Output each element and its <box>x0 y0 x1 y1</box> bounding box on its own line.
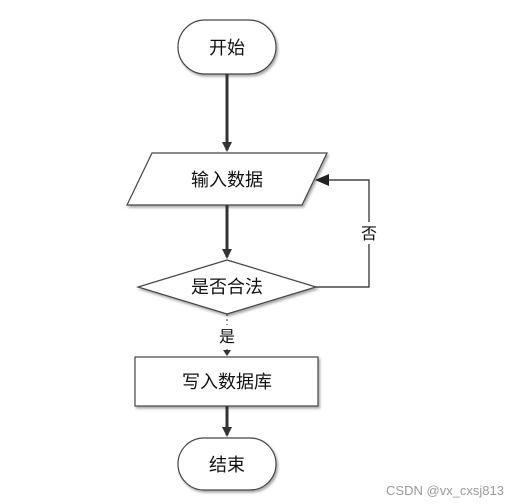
edge-yes-label: 是 <box>219 327 235 346</box>
end-label: 结束 <box>209 455 245 476</box>
edge-yes-arrowhead <box>223 350 231 356</box>
no-label-bg <box>360 222 378 244</box>
decision-label: 是否合法 <box>191 277 263 298</box>
write-label: 写入数据库 <box>182 372 272 393</box>
start-node: 开始 <box>177 19 277 75</box>
edge-no-label: 否 <box>361 224 377 243</box>
watermark: CSDN @vx_cxsj813 <box>386 483 504 498</box>
yes-label-bg <box>216 325 238 347</box>
start-label: 开始 <box>209 38 245 59</box>
decision-node: 是否合法 <box>135 259 319 315</box>
input-label: 输入数据 <box>191 170 263 191</box>
write-node: 写入数据库 <box>134 356 319 407</box>
end-node: 结束 <box>177 437 277 491</box>
input-node: 输入数据 <box>126 152 328 206</box>
